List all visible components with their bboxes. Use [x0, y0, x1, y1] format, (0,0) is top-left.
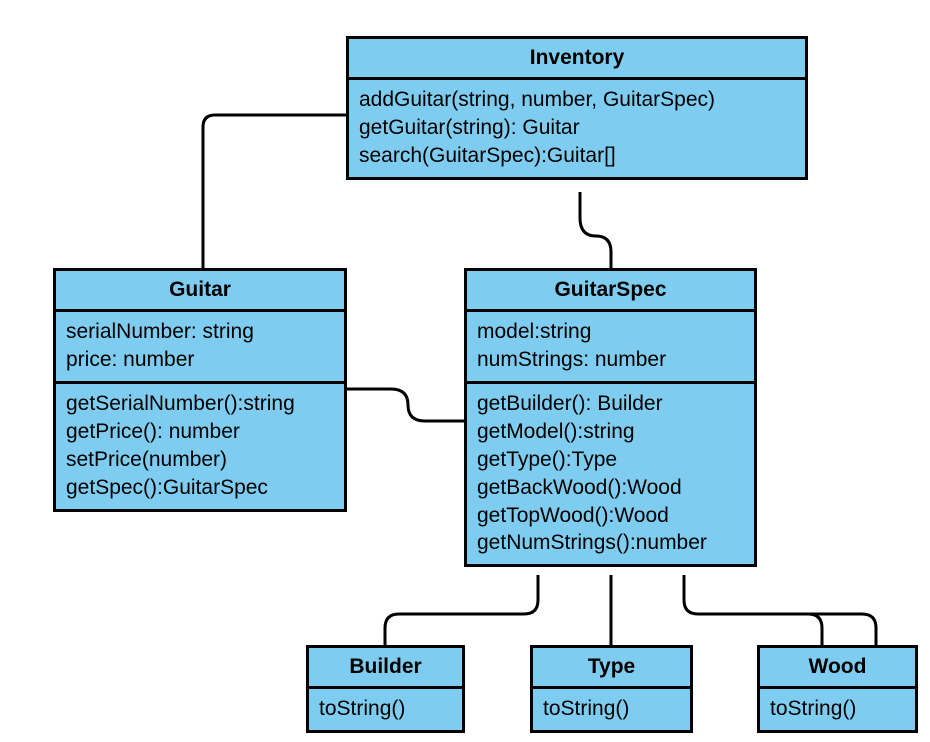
connector-inventory-guitarspec	[578, 192, 613, 268]
uml-class-wood[interactable]: Wood toString()	[757, 645, 918, 733]
method-item: getSpec():GuitarSpec	[66, 475, 268, 499]
method-item: getModel():string	[477, 419, 635, 443]
method-item: getBackWood():Wood	[477, 475, 682, 499]
uml-class-builder[interactable]: Builder toString()	[306, 645, 465, 733]
attribute-item: model:string	[477, 320, 592, 343]
uml-class-type[interactable]: Type toString()	[530, 645, 693, 733]
methods-compartment-guitarspec: getBuilder(): Builder getModel():string …	[467, 384, 754, 565]
methods-compartment-guitar: getSerialNumber():string getPrice(): num…	[56, 384, 344, 509]
class-name-builder: Builder	[309, 648, 462, 689]
methods-compartment-type: toString()	[533, 689, 690, 730]
method-item: getGuitar(string): Guitar	[359, 115, 580, 139]
attribute-item: price: number	[66, 347, 195, 371]
method-item: getSerialNumber():string	[66, 391, 295, 415]
methods-compartment-builder: toString()	[309, 689, 462, 730]
method-item: getType():Type	[477, 447, 618, 471]
method-item: getNumStrings():number	[477, 531, 707, 555]
uml-class-guitar[interactable]: Guitar serialNumber: string price: numbe…	[53, 268, 347, 512]
method-item: toString()	[319, 697, 406, 720]
attributes-compartment-guitarspec: model:string numStrings: number	[467, 312, 754, 384]
method-item: toString()	[543, 697, 630, 720]
connector-guitarspec-topwood	[790, 612, 878, 645]
attributes-compartment-guitar: serialNumber: string price: number	[56, 312, 344, 384]
class-name-guitarspec: GuitarSpec	[467, 271, 754, 312]
method-item: search(GuitarSpec):Guitar[]	[359, 143, 616, 167]
uml-class-guitarspec[interactable]: GuitarSpec model:string numStrings: numb…	[464, 268, 757, 568]
class-name-inventory: Inventory	[349, 39, 805, 80]
connector-guitar-guitarspec	[347, 387, 464, 423]
method-item: setPrice(number)	[66, 447, 228, 471]
attribute-item: numStrings: number	[477, 347, 667, 371]
connector-guitarspec-backwood	[682, 575, 824, 645]
method-item: addGuitar(string, number, GuitarSpec)	[359, 88, 715, 111]
method-item: getPrice(): number	[66, 419, 240, 443]
connector-inventory-guitar	[201, 113, 346, 268]
methods-compartment-wood: toString()	[760, 689, 915, 730]
class-name-type: Type	[533, 648, 690, 689]
method-item: toString()	[770, 697, 857, 720]
class-name-wood: Wood	[760, 648, 915, 689]
attribute-item: serialNumber: string	[66, 320, 254, 343]
method-item: getBuilder(): Builder	[477, 391, 663, 415]
uml-class-inventory[interactable]: Inventory addGuitar(string, number, Guit…	[346, 36, 808, 180]
methods-compartment-inventory: addGuitar(string, number, GuitarSpec) ge…	[349, 80, 805, 177]
class-name-guitar: Guitar	[56, 271, 344, 312]
method-item: getTopWood():Wood	[477, 503, 669, 527]
connector-guitarspec-builder	[383, 575, 540, 645]
